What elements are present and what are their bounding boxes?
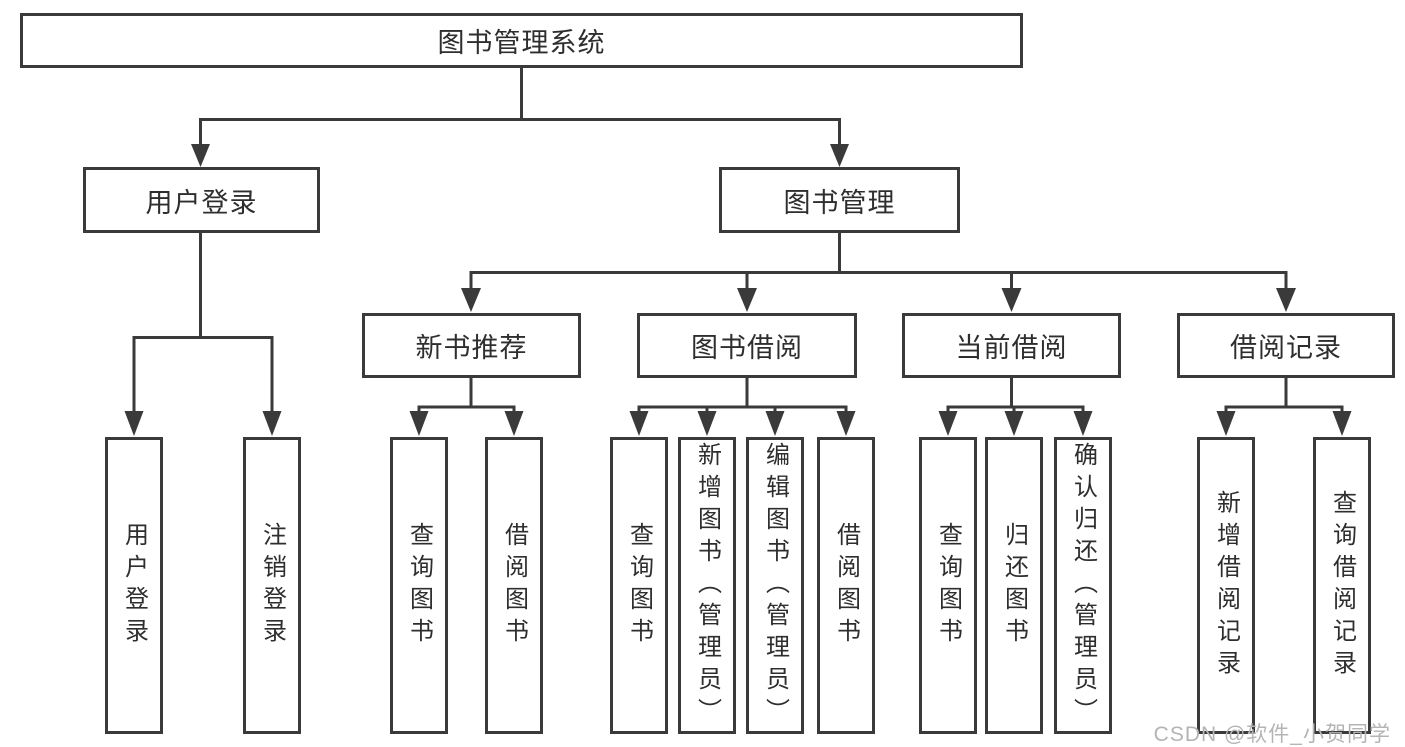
leaf-logout-label: 注销登录 [258,521,286,650]
node-current-borrowing-label: 当前借阅 [955,333,1068,363]
node-new-book-recommend: 新书推荐 [362,313,581,378]
node-book-management: 图书管理 [719,167,960,233]
leaf-return-books: 归还图书 [985,437,1043,734]
leaf-confirm-return-admin-label: 确认归还（管理员） [1069,441,1097,730]
leaf-query-books: 查询图书 [919,437,977,734]
leaf-borrow-books: 借阅图书 [485,437,543,734]
leaf-borrow-books: 借阅图书 [817,437,875,734]
leaf-add-books-admin-label: 新增图书（管理员） [693,441,721,730]
watermark: CSDN @软件_小贺同学 [1153,723,1391,746]
leaf-return-books-label: 归还图书 [1000,521,1028,650]
leaf-query-books-label: 查询图书 [405,521,433,650]
node-root: 图书管理系统 [20,13,1023,68]
leaf-add-borrow-record-label: 新增借阅记录 [1212,489,1240,682]
leaf-borrow-books-label: 借阅图书 [500,521,528,650]
leaf-query-books: 查询图书 [390,437,448,734]
node-book-borrowing-label: 图书借阅 [691,333,803,363]
leaf-query-books-label: 查询图书 [625,521,653,650]
leaf-query-books-label: 查询图书 [934,521,962,650]
leaf-edit-books-admin-label: 编辑图书（管理员） [761,441,789,730]
node-root-label: 图书管理系统 [437,28,606,58]
leaf-query-books: 查询图书 [610,437,668,734]
leaf-add-books-admin: 新增图书（管理员） [678,437,736,734]
node-borrowing-records: 借阅记录 [1177,313,1395,378]
leaf-confirm-return-admin: 确认归还（管理员） [1054,437,1112,734]
leaf-user-login: 用户登录 [105,437,163,734]
leaf-query-borrow-record: 查询借阅记录 [1313,437,1371,734]
leaf-borrow-books-label: 借阅图书 [832,521,860,650]
node-user-login: 用户登录 [83,167,320,233]
leaf-query-borrow-record-label: 查询借阅记录 [1328,489,1356,682]
node-borrowing-records-label: 借阅记录 [1230,333,1342,363]
leaf-add-borrow-record: 新增借阅记录 [1197,437,1255,734]
leaf-logout: 注销登录 [243,437,301,734]
node-new-book-recommend-label: 新书推荐 [415,333,528,363]
node-book-management-label: 图书管理 [783,187,896,218]
leaf-edit-books-admin: 编辑图书（管理员） [746,437,804,734]
node-book-borrowing: 图书借阅 [637,313,857,378]
node-user-login-label: 用户登录 [145,187,258,218]
leaf-user-login-label: 用户登录 [120,521,148,650]
node-current-borrowing: 当前借阅 [902,313,1121,378]
